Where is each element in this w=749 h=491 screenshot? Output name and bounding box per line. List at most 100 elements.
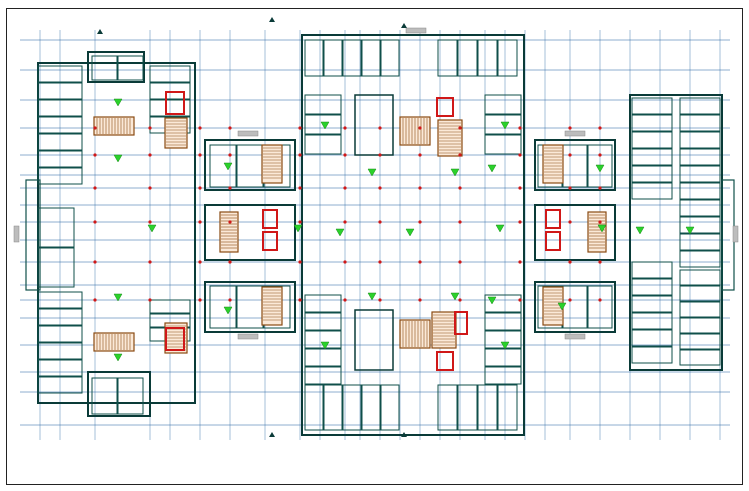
stair (261, 144, 283, 184)
link-room (209, 144, 237, 188)
annotation-marker (367, 168, 377, 177)
east-room-west-column (631, 165, 673, 183)
central-room-west-column (304, 114, 342, 135)
stair (261, 286, 283, 326)
central-room-east-column (484, 94, 522, 115)
link-room (236, 144, 264, 188)
west-room-entrance (37, 247, 75, 288)
lift-shaft (545, 231, 561, 251)
central-room-west-column (304, 294, 342, 313)
section-tag (564, 130, 586, 137)
annotation-marker (557, 302, 567, 311)
column-dot (378, 298, 382, 302)
central-room-north-right (477, 39, 498, 77)
annotation-marker (223, 306, 233, 315)
west-room-east-column (149, 99, 191, 117)
central-room-east-column (484, 134, 522, 155)
annotation-marker (113, 98, 123, 107)
column-dot (418, 126, 422, 130)
section-tag (13, 225, 20, 243)
block-outline (87, 51, 145, 83)
west-room-west-column (37, 65, 83, 83)
column-dot (418, 186, 422, 190)
central-room-east-column (484, 114, 522, 135)
column-dot (93, 126, 97, 130)
central-room-east-column (484, 312, 522, 331)
column-dot (458, 220, 462, 224)
east-room-east-column (679, 199, 721, 217)
central-room-north-left (380, 39, 400, 77)
column-dot (148, 220, 152, 224)
column-dot (148, 260, 152, 264)
section-tag (237, 333, 259, 340)
annotation-marker (335, 228, 345, 237)
column-dot (458, 153, 462, 157)
east-room-east-column (679, 285, 721, 302)
section-tag (237, 130, 259, 137)
east-room-east-column (679, 165, 721, 183)
column-dot (228, 153, 232, 157)
column-dot (518, 126, 522, 130)
central-room-north-left (304, 39, 324, 77)
west-room-west-column (37, 150, 83, 168)
central-room-north-right (457, 39, 478, 77)
column-dot (343, 153, 347, 157)
annotation-marker (113, 293, 123, 302)
link-room (562, 285, 588, 329)
section-arrow (269, 432, 275, 437)
central-room-west-column (304, 330, 342, 349)
annotation-marker (500, 341, 510, 350)
column-dot (568, 298, 572, 302)
section-arrow (401, 23, 407, 28)
column-dot (298, 260, 302, 264)
west-room-west-column (37, 167, 83, 185)
lift-shaft (436, 351, 454, 371)
column-dot (93, 186, 97, 190)
block-outline (301, 34, 525, 436)
column-dot (93, 220, 97, 224)
central-room-north-right (437, 39, 458, 77)
column-dot (228, 260, 232, 264)
central-core-north (354, 94, 394, 156)
east-room-west-column (631, 148, 673, 166)
annotation-marker (223, 162, 233, 171)
column-dot (418, 220, 422, 224)
block-outline (534, 204, 616, 261)
central-room-east-column (484, 348, 522, 367)
column-dot (458, 260, 462, 264)
lift-shaft (165, 327, 185, 351)
central-room-west-column (304, 312, 342, 331)
east-room-east-column (679, 148, 721, 166)
central-room-south-left (304, 384, 324, 431)
central-room-east-column (484, 366, 522, 385)
annotation-marker (595, 164, 605, 173)
column-dot (148, 298, 152, 302)
west-room-west-column (37, 116, 83, 134)
west-room-west-column (37, 133, 83, 151)
central-room-south-left (342, 384, 362, 431)
east-room-west-column (631, 278, 673, 296)
west-room-west-column (37, 99, 83, 117)
central-room-south-right (477, 384, 498, 431)
column-dot (343, 220, 347, 224)
column-dot (343, 260, 347, 264)
central-room-west-column (304, 134, 342, 155)
annotation-marker (685, 226, 695, 235)
central-room-south-right (497, 384, 518, 431)
column-dot (198, 298, 202, 302)
west-room-entrance (37, 207, 75, 248)
annotation-marker (597, 224, 607, 233)
annotation-marker (487, 164, 497, 173)
column-dot (343, 126, 347, 130)
block-outline (204, 139, 296, 191)
annotation-marker (320, 121, 330, 130)
west-entrance-outline (25, 179, 41, 291)
link-room (562, 144, 588, 188)
marker-layer (13, 17, 739, 437)
column-dot (378, 126, 382, 130)
column-dot (93, 298, 97, 302)
link-room (587, 285, 613, 329)
column-dot (93, 153, 97, 157)
east-entrance-outline (721, 179, 735, 291)
